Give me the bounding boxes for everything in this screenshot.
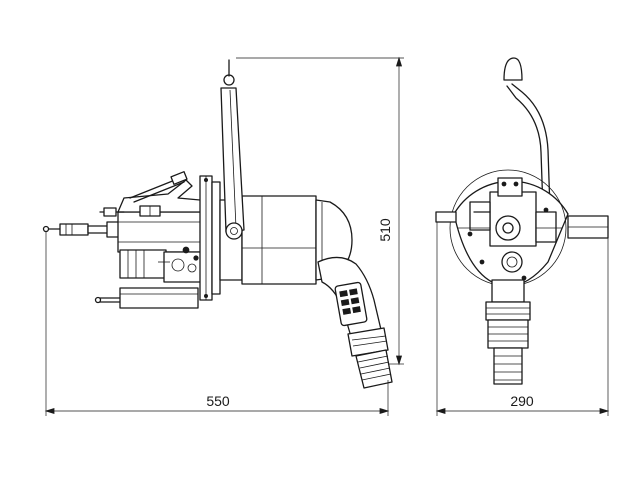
dimension-label-290: 290 — [510, 393, 534, 409]
feed-rod — [94, 287, 199, 309]
dimension-lines — [44, 56, 610, 416]
dimension-label-550: 550 — [206, 393, 230, 409]
front-lifting-handle — [503, 57, 551, 211]
front-hose-fitting — [485, 279, 531, 385]
dimension-label-510: 510 — [377, 218, 393, 242]
tool-housing — [117, 211, 205, 283]
tool-slide — [99, 171, 205, 217]
crank-arm — [220, 59, 245, 240]
side-view — [42, 59, 393, 389]
handle-grip — [317, 256, 393, 389]
front-mechanism — [458, 177, 562, 281]
mandrel-probe — [42, 221, 126, 238]
front-view — [435, 57, 609, 385]
